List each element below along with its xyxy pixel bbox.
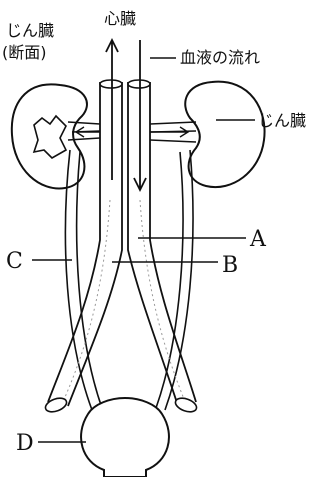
label-d: D: [16, 431, 34, 456]
bladder: [81, 398, 169, 477]
label-b: B: [222, 253, 238, 278]
label-heart: 心臓: [104, 9, 136, 28]
arrow-left-kidney-flow: [76, 127, 100, 137]
arrow-right-kidney-flow: [150, 127, 188, 137]
right-kidney: [185, 82, 264, 187]
label-c: C: [6, 249, 23, 274]
label-kidney-section: じん臓: [6, 21, 54, 40]
arrow-down-from-heart: [134, 40, 146, 190]
arrow-up-to-heart: [106, 40, 118, 180]
left-ureter: [65, 150, 102, 410]
label-blood-flow: 血液の流れ: [180, 48, 260, 67]
label-a: A: [249, 227, 267, 252]
label-kidney-section-note: (断面): [2, 43, 47, 62]
right-ureter: [156, 150, 193, 410]
label-kidney: じん臓: [258, 111, 306, 130]
